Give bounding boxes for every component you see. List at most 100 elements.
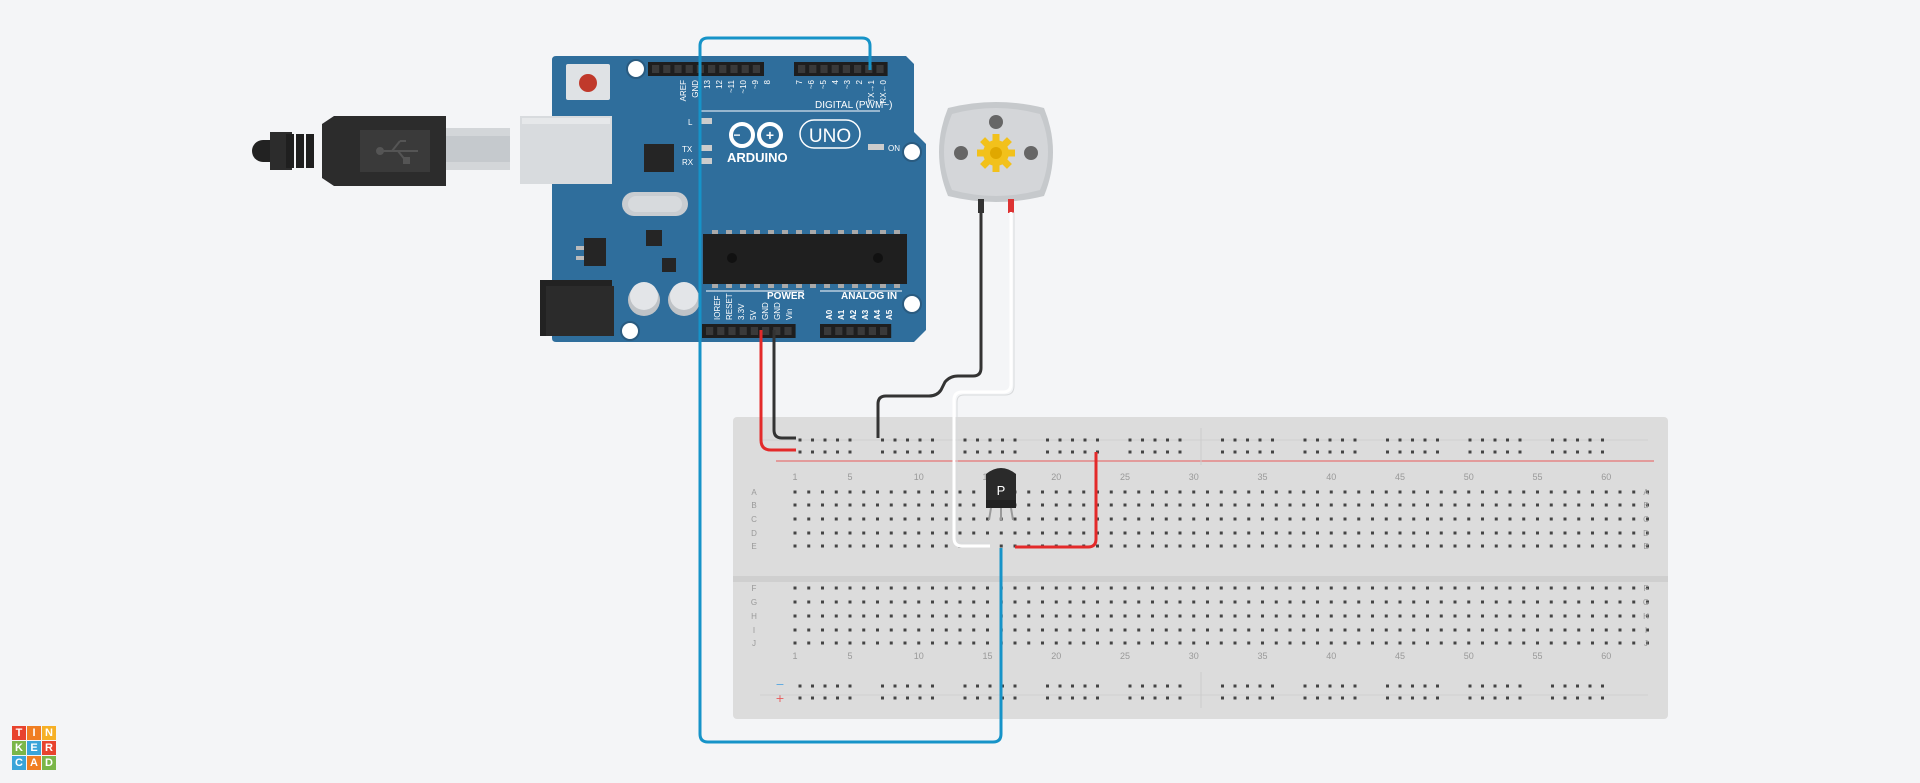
header-pin[interactable] (762, 327, 770, 335)
power-pin-header[interactable] (702, 324, 796, 338)
header-pin[interactable] (857, 327, 865, 335)
led-label-l: L (688, 118, 693, 127)
wire-blue[interactable] (698, 36, 1003, 744)
header-pin[interactable] (846, 327, 854, 335)
column-number: 20 (1051, 472, 1061, 482)
header-pin[interactable] (824, 327, 832, 335)
row-letter: A (1643, 488, 1649, 497)
header-pin[interactable] (820, 65, 828, 73)
l-led (700, 118, 712, 124)
column-number: 60 (1601, 651, 1611, 661)
pin-label: 13 (703, 79, 712, 88)
row-letter: D (751, 529, 757, 538)
row-letter: B (751, 501, 756, 510)
header-pin[interactable] (739, 327, 747, 335)
digital-pin-header[interactable] (648, 62, 888, 76)
header-pin[interactable] (730, 65, 738, 73)
pin-label: 2 (855, 79, 864, 84)
pin-label: A3 (861, 309, 870, 320)
arduino-uno-board[interactable]: − + ARDUINO UNO DIGITAL (PWM~) ON POWER … (520, 56, 926, 342)
gear-icon (977, 134, 1015, 172)
header-pin[interactable] (728, 327, 736, 335)
header-pin[interactable] (752, 65, 760, 73)
logo-letter: K (12, 741, 26, 755)
pin-label: Vin (785, 309, 794, 320)
pin-label: 4 (831, 79, 840, 84)
header-pin[interactable] (831, 65, 839, 73)
breadboard[interactable]: 1155101015152020252530303535404045455050… (733, 417, 1668, 719)
atmega-chip (703, 234, 907, 284)
rail-plus-label: + (775, 692, 784, 705)
header-pin[interactable] (784, 327, 792, 335)
column-number: 10 (914, 651, 924, 661)
header-pin[interactable] (708, 65, 716, 73)
tinkercad-logo: T I N K E R C A D (12, 726, 56, 770)
header-pin[interactable] (876, 65, 884, 73)
header-pin[interactable] (880, 327, 888, 335)
wire-black-gnd[interactable] (772, 330, 796, 440)
row-letter: H (1643, 612, 1649, 621)
header-pin[interactable] (663, 65, 671, 73)
led-label-rx: RX (682, 158, 694, 167)
row-letter: E (1643, 542, 1648, 551)
logo-letter: E (27, 741, 41, 755)
reset-button-cap[interactable] (579, 74, 597, 92)
header-pin[interactable] (809, 65, 817, 73)
wire-red-5v[interactable] (759, 330, 796, 452)
pin-label: ~9 (751, 79, 760, 89)
header-pin[interactable] (741, 65, 749, 73)
header-pin[interactable] (685, 65, 693, 73)
arduino-brand-label: ARDUINO (727, 150, 788, 165)
header-pin[interactable] (868, 327, 876, 335)
pin-label: 7 (795, 79, 804, 84)
column-number: 10 (914, 472, 924, 482)
row-letter: B (1643, 501, 1648, 510)
led-label-tx: TX (682, 145, 693, 154)
logo-letter: N (42, 726, 56, 740)
row-letter: D (1643, 529, 1649, 538)
header-pin[interactable] (835, 327, 843, 335)
row-letter: C (751, 515, 757, 524)
header-pin[interactable] (842, 65, 850, 73)
column-number: 45 (1395, 472, 1405, 482)
on-label: ON (888, 144, 900, 153)
pin-label: ~11 (727, 79, 736, 93)
arduino-logo-icon (729, 122, 783, 148)
column-number: 40 (1326, 472, 1336, 482)
row-letter: G (1643, 598, 1649, 607)
wire-white-motor-shadow (956, 212, 1015, 544)
digital-pwm-label: DIGITAL (PWM~) (815, 100, 893, 111)
column-number: 1 (792, 472, 797, 482)
power-label: POWER (767, 291, 806, 302)
row-letter: J (1644, 639, 1648, 648)
column-number: 30 (1189, 472, 1199, 482)
header-pin[interactable] (750, 327, 758, 335)
wire-black-motor[interactable] (876, 212, 983, 438)
pin-label: 12 (715, 79, 724, 88)
header-pin[interactable] (773, 327, 781, 335)
pin-label: ~10 (739, 79, 748, 93)
analog-pin-header[interactable] (820, 324, 892, 338)
wire-red-collector[interactable] (1015, 452, 1098, 549)
wire-white-motor[interactable] (952, 212, 1013, 548)
column-number: 55 (1532, 472, 1542, 482)
column-number: 55 (1532, 651, 1542, 661)
header-pin[interactable] (674, 65, 682, 73)
header-pin[interactable] (719, 65, 727, 73)
row-letter: C (1643, 515, 1649, 524)
header-pin[interactable] (652, 65, 660, 73)
row-letter: E (751, 542, 756, 551)
header-pin[interactable] (798, 65, 806, 73)
column-number: 35 (1257, 651, 1267, 661)
voltage-regulator (584, 238, 606, 266)
row-letter: A (751, 488, 757, 497)
header-pin[interactable] (717, 327, 725, 335)
transistor[interactable]: P (986, 468, 1016, 521)
dc-motor[interactable] (939, 102, 1053, 213)
usb-cable[interactable] (252, 116, 510, 186)
column-number: 50 (1464, 472, 1474, 482)
column-number: 5 (847, 472, 852, 482)
header-pin[interactable] (854, 65, 862, 73)
header-pin[interactable] (706, 327, 714, 335)
